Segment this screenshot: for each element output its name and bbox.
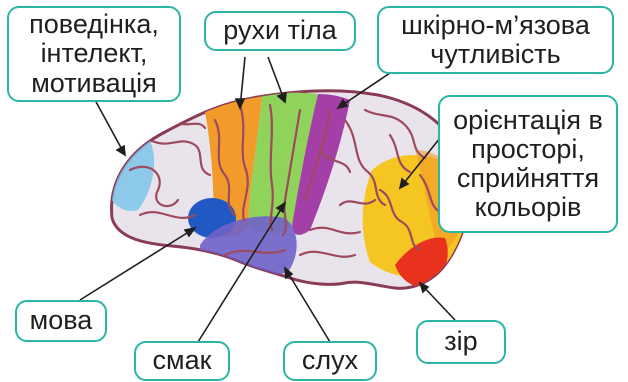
label-vision-text: зір bbox=[444, 327, 477, 356]
label-vision: зір bbox=[416, 320, 506, 364]
label-spatial-orientation-color: орієнтація в просторі, сприйняття кольор… bbox=[438, 95, 618, 233]
label-skin-muscle-line-1: шкірно-м’язова bbox=[401, 11, 590, 40]
pointer-behavior bbox=[95, 100, 125, 155]
label-orientation-line-2: просторі, bbox=[471, 135, 585, 164]
label-movement-text: рухи тіла bbox=[223, 16, 336, 45]
label-orientation-line-4: кольорів bbox=[475, 193, 582, 222]
label-speech: мова bbox=[15, 300, 107, 342]
label-hearing-text: слух bbox=[302, 346, 358, 375]
label-taste-text: смак bbox=[153, 346, 212, 375]
label-skin-muscle-line-2: чутливість bbox=[430, 40, 560, 69]
label-orientation-line-3: сприйняття bbox=[457, 164, 599, 193]
label-hearing: слух bbox=[283, 341, 377, 381]
label-behavior-line-1: поведінка, bbox=[29, 10, 159, 39]
label-body-movement: рухи тіла bbox=[204, 11, 356, 51]
label-behavior-intellect-motivation: поведінка, інтелект, мотивація bbox=[7, 6, 181, 102]
label-skin-muscle-sensitivity: шкірно-м’язова чутливість bbox=[377, 6, 614, 74]
label-behavior-line-2: інтелект, bbox=[41, 39, 148, 68]
label-speech-text: мова bbox=[30, 306, 93, 335]
label-orientation-line-1: орієнтація в bbox=[453, 106, 603, 135]
label-behavior-line-3: мотивація bbox=[31, 69, 157, 98]
label-taste: смак bbox=[134, 341, 230, 381]
